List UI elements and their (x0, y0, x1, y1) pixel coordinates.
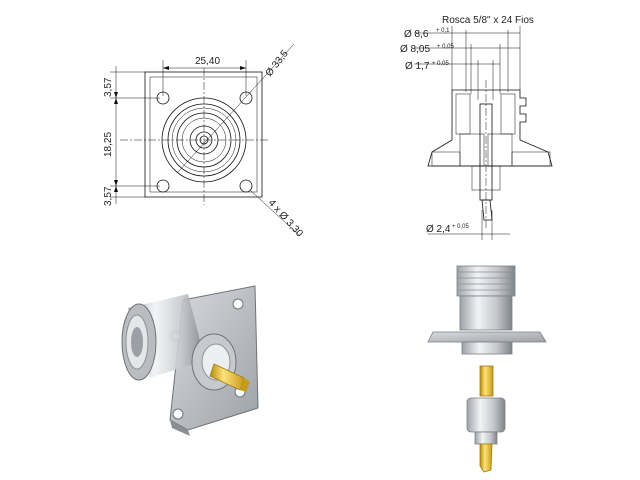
hole-dimension: 4 x Ø 3,30 (266, 198, 305, 240)
insulator (466, 397, 506, 433)
dim-8-05: Ø 8,05 (400, 44, 430, 55)
mounting-hole (232, 298, 244, 310)
mounting-hole (239, 179, 253, 193)
thread-label: Rosca 5/8" x 24 Fios (442, 15, 534, 26)
svg-text:+ 0,05: + 0,05 (452, 224, 470, 230)
dim-8-6: Ø 8,6 (404, 29, 429, 40)
exploded-view (427, 265, 547, 473)
width-dimension: 25,40 (195, 56, 220, 67)
threaded-shell (456, 265, 516, 297)
gold-contact (479, 365, 494, 397)
left-middle-dimension: 18,25 (103, 132, 114, 157)
section-view: Rosca 5/8" x 24 Fios Ø 8,6 + 0,1 Ø 8,05 … (400, 15, 553, 240)
flange-edge (427, 331, 547, 343)
front-view: 25,40 Ø 33,5 3,57 18,25 3,57 4 x Ø 3,30 (103, 43, 305, 240)
diameter-dimension: Ø 33,5 (264, 48, 291, 79)
svg-text:+ 0,1: + 0,1 (436, 28, 450, 34)
gold-pin-lower (479, 443, 493, 473)
svg-text:+ 0,05: + 0,05 (432, 61, 450, 67)
flange-inner-outline (149, 76, 258, 193)
connector-section-outline (427, 89, 553, 167)
iso-view (121, 285, 259, 436)
svg-text:+ 0,05: + 0,05 (437, 44, 455, 50)
left-bottom-dimension: 3,57 (103, 186, 114, 206)
dim-2-4: Ø 2,4 (426, 224, 451, 235)
left-top-dimension: 3,57 (103, 77, 114, 97)
mounting-hole (172, 408, 184, 420)
dim-1-7: Ø 1,7 (405, 61, 430, 72)
flange-outline (144, 71, 263, 198)
